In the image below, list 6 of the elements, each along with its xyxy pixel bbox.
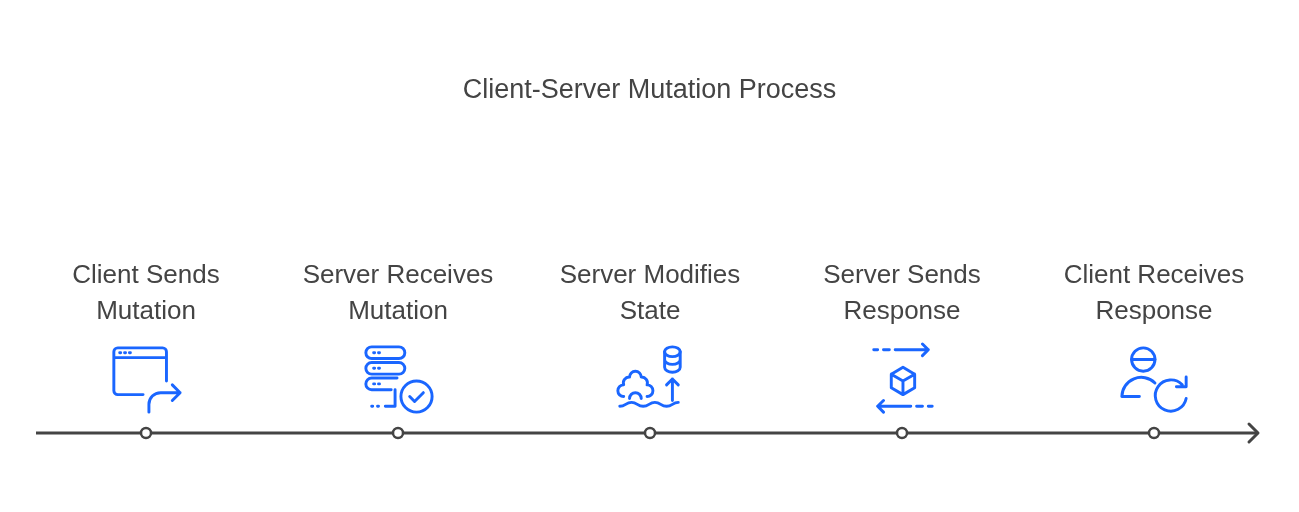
diagram-title: Client-Server Mutation Process <box>462 74 837 105</box>
step-label: Server Receives Mutation <box>301 258 495 327</box>
step-label: Server Modifies State <box>558 258 742 327</box>
step-label: Server Sends Response <box>822 258 982 327</box>
step-label: Client Receives Response <box>1062 258 1246 327</box>
step-label: Client Sends Mutation <box>71 258 221 327</box>
